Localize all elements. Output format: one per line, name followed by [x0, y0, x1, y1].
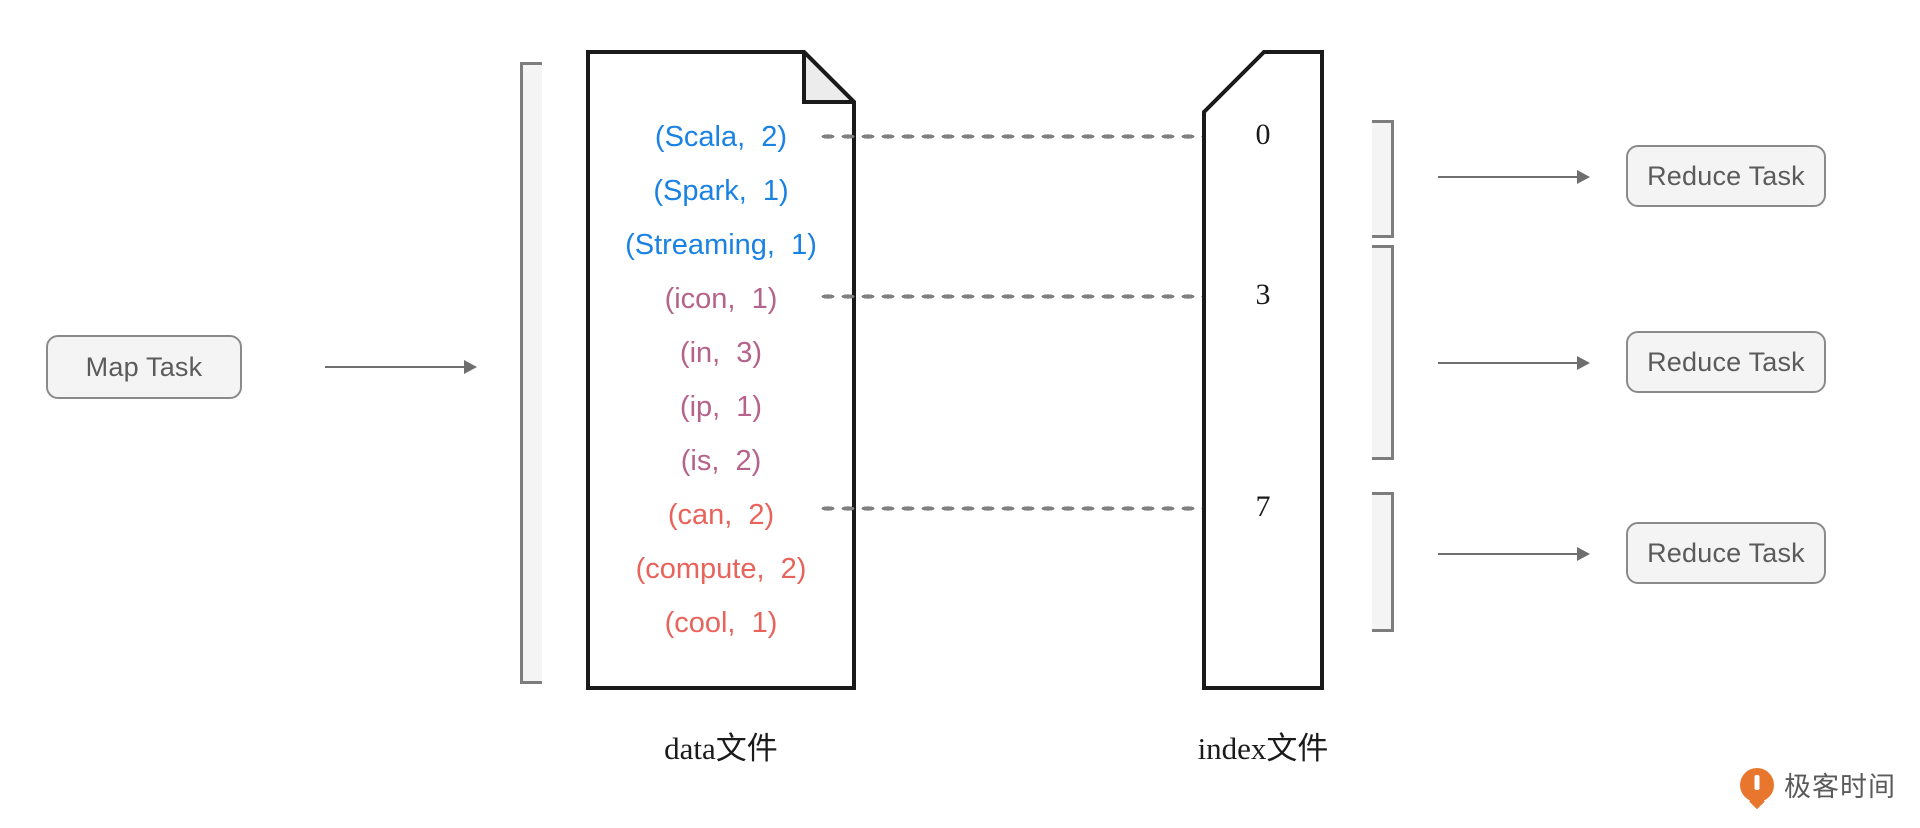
arrow-to-reduce-1	[1438, 176, 1588, 178]
data-entry: (in, 3)	[679, 337, 763, 369]
index-file-shape	[1202, 50, 1324, 690]
partition-bracket-3	[1372, 492, 1394, 632]
watermark-text: 极客时间	[1784, 772, 1896, 803]
reduce-task-label: Reduce Task	[1647, 346, 1805, 377]
data-entry: (Streaming, 1)	[625, 229, 817, 261]
data-file-entries: (Scala, 2) (Spark, 1) (Streaming, 1) (ic…	[586, 50, 856, 690]
map-task-box[interactable]: Map Task	[46, 335, 242, 399]
data-file-shape	[586, 50, 856, 690]
reduce-task-box-3[interactable]: Reduce Task	[1626, 522, 1826, 584]
dotted-connector-offset-3	[818, 293, 1224, 300]
dotted-connector-offset-0	[818, 133, 1224, 140]
data-entry: (compute, 2)	[635, 553, 807, 585]
index-file-caption: index文件	[1197, 731, 1329, 766]
data-file-caption: data文件	[664, 731, 778, 766]
data-entry: (can, 2)	[667, 499, 775, 531]
index-offset-value: 3	[1255, 278, 1271, 311]
index-offset-value: 7	[1255, 490, 1271, 523]
arrow-to-reduce-3	[1438, 553, 1588, 555]
reduce-task-box-2[interactable]: Reduce Task	[1626, 331, 1826, 393]
data-entry: (icon, 1)	[664, 283, 778, 315]
watermark: 极客时间	[1740, 765, 1896, 804]
data-entry: (cool, 1)	[664, 607, 778, 639]
index-offset-value: 0	[1255, 118, 1271, 151]
reduce-task-label: Reduce Task	[1647, 537, 1805, 568]
arrow-to-reduce-2	[1438, 362, 1588, 364]
index-file-values: 0 3 7	[1202, 50, 1324, 690]
data-entry: (Spark, 1)	[653, 175, 789, 207]
data-entry: (Scala, 2)	[654, 121, 788, 153]
map-task-label: Map Task	[85, 351, 203, 382]
partition-bracket-1	[1372, 120, 1394, 238]
partition-bracket-2	[1372, 245, 1394, 460]
reduce-task-box-1[interactable]: Reduce Task	[1626, 145, 1826, 207]
reduce-task-label: Reduce Task	[1647, 160, 1805, 191]
data-entry: (ip, 1)	[679, 391, 763, 423]
dotted-connector-offset-7	[818, 505, 1224, 512]
data-entry: (is, 2)	[680, 445, 762, 477]
arrow-map-to-data	[325, 366, 475, 368]
data-file-bracket	[520, 62, 542, 684]
geektime-logo-icon	[1740, 767, 1774, 802]
